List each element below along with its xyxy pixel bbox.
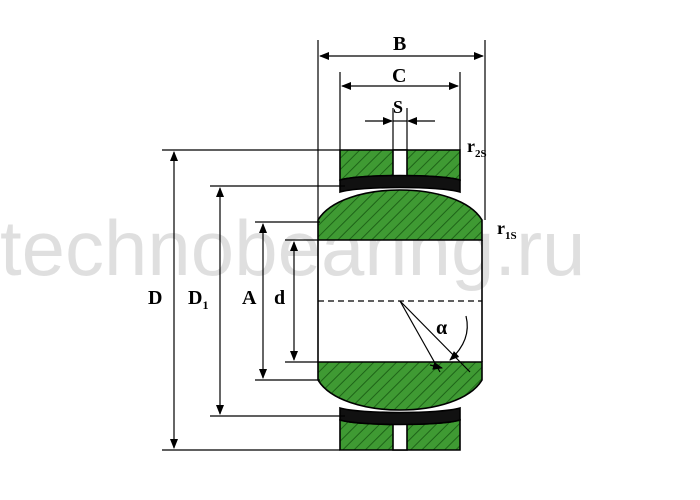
label-C: C (392, 65, 406, 87)
label-S: S (393, 97, 403, 117)
inner-ring-bottom (317, 361, 483, 411)
label-d: d (274, 287, 285, 309)
label-r1s-sub: 1S (505, 230, 517, 242)
dimension-lines (170, 52, 484, 449)
bearing-body (317, 149, 483, 451)
extension-lines (162, 40, 486, 451)
label-D1: D1 (188, 287, 208, 312)
label-r2s-sub: 2S (475, 148, 487, 160)
label-B: B (393, 33, 406, 55)
seal-bottom (339, 406, 461, 426)
alpha-angle (399, 300, 471, 373)
label-r2s: r2S (467, 136, 487, 160)
label-A: A (242, 287, 257, 309)
label-alpha: α (436, 317, 447, 339)
label-r1s: r1S (497, 218, 517, 242)
label-D1-sub: 1 (202, 298, 208, 312)
inner-ring-top (317, 189, 483, 241)
seal-top (339, 174, 461, 194)
label-D: D (148, 287, 162, 309)
